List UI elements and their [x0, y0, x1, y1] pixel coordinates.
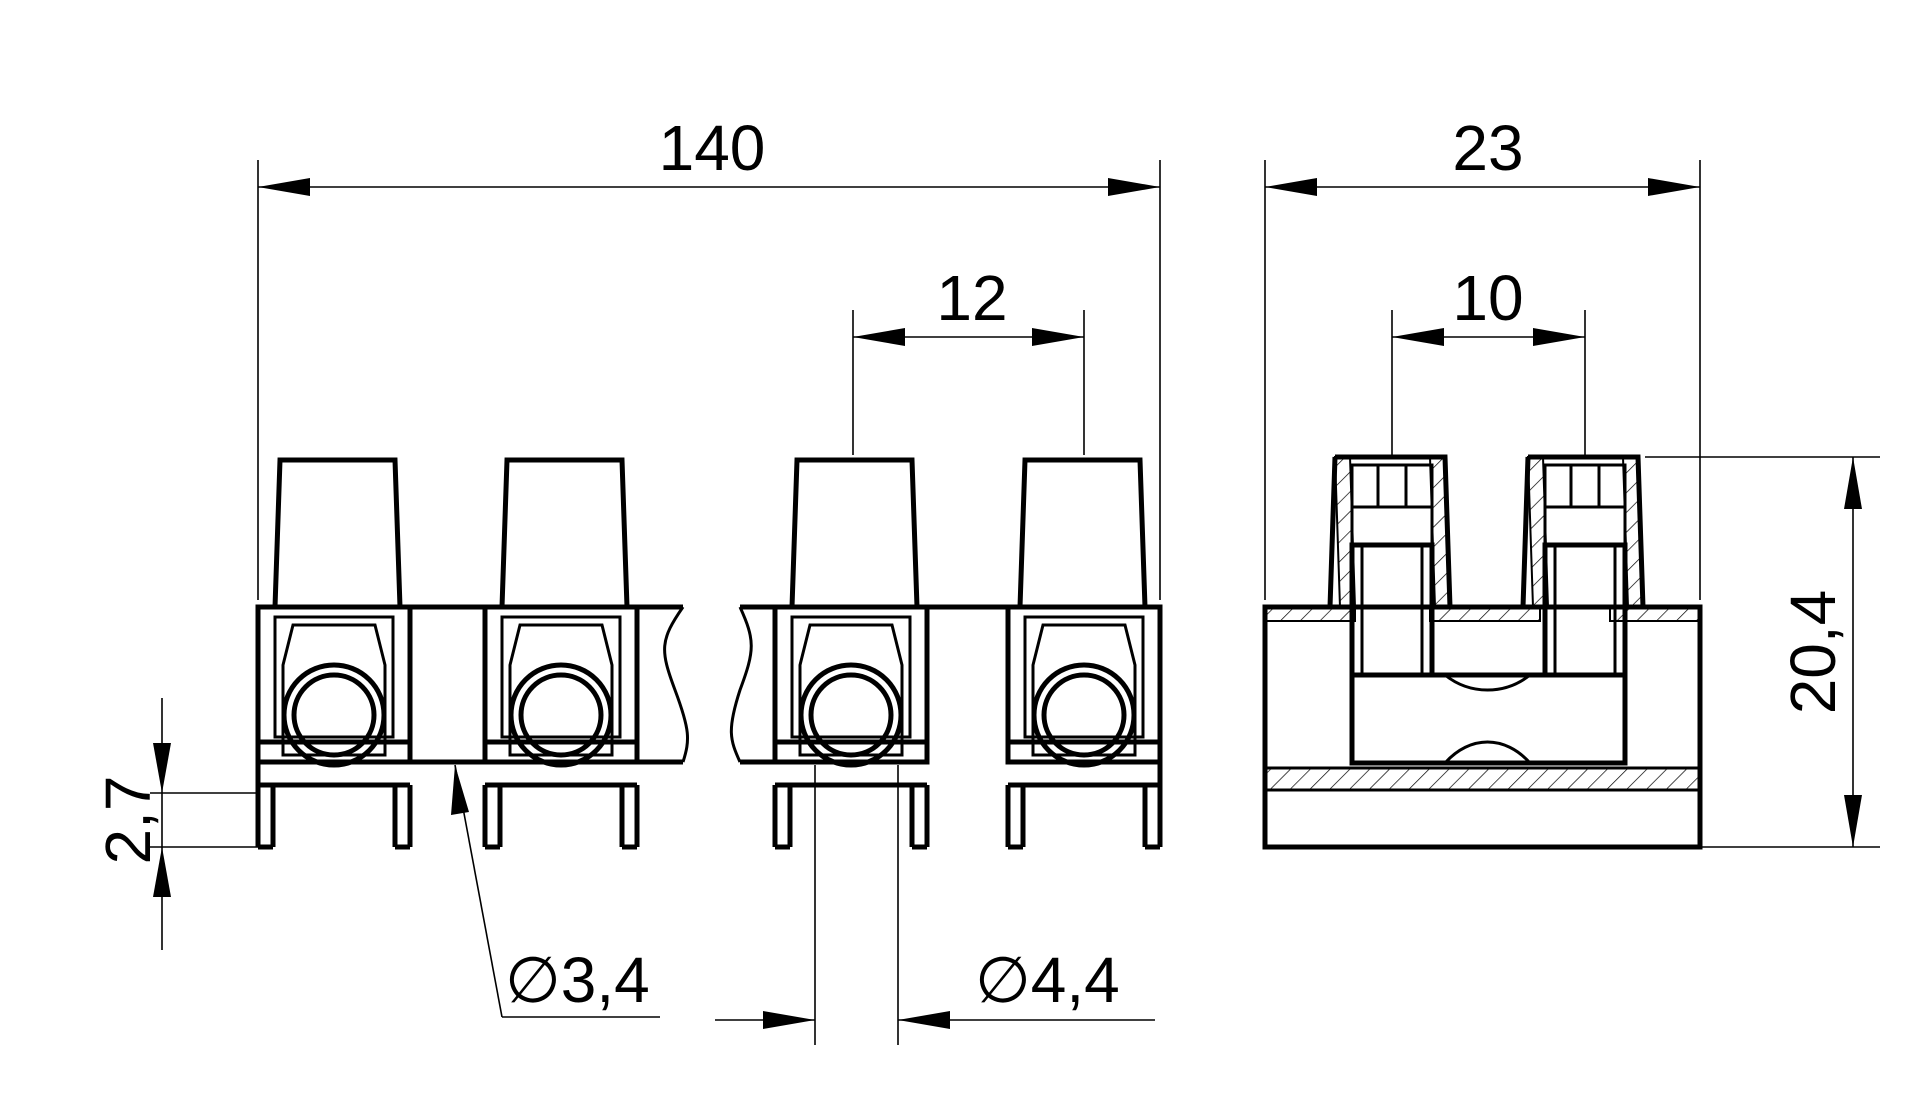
- side-view: [1262, 454, 1703, 850]
- diameter-symbol-large: ∅: [975, 944, 1031, 1016]
- terminal-2: [482, 457, 640, 850]
- label-overall-length: 140: [659, 112, 766, 184]
- hole-small-value: 3,4: [561, 944, 650, 1016]
- label-hole-large: ∅4,4: [975, 944, 1120, 1016]
- diameter-symbol-small: ∅: [505, 944, 561, 1016]
- terminal-4: [1005, 457, 1163, 850]
- label-height: 20,4: [1777, 590, 1849, 715]
- dimension-lines: [150, 160, 1880, 1045]
- front-view: [255, 457, 1163, 850]
- label-pitch: 12: [936, 262, 1007, 334]
- dimension-labels: 140 12 23 10 20,4 2,7 ∅3,4 ∅4,4: [92, 112, 1849, 1016]
- label-pin-length: 2,7: [92, 776, 164, 865]
- terminal-3: [772, 457, 930, 850]
- hole-large-value: 4,4: [1031, 944, 1120, 1016]
- label-inner-spacing: 10: [1452, 262, 1523, 334]
- label-overall-width: 23: [1452, 112, 1523, 184]
- label-hole-small: ∅3,4: [505, 944, 650, 1016]
- terminal-1: [255, 457, 413, 850]
